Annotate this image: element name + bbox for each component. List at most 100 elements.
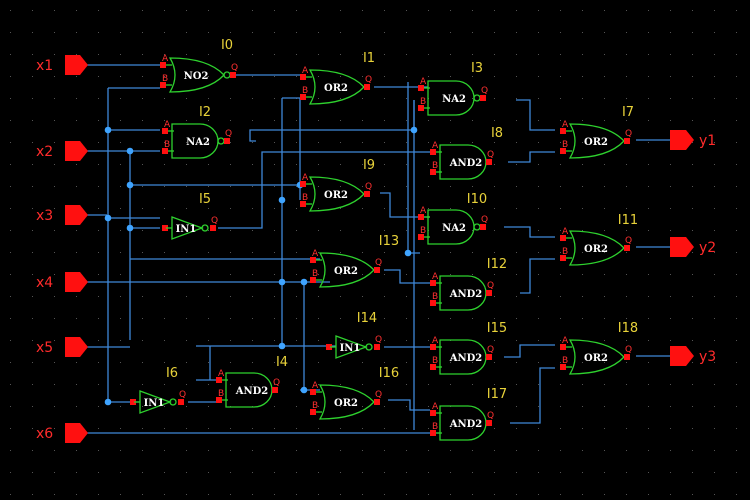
gate-type-label: OR2 xyxy=(584,137,608,148)
pin-b xyxy=(300,201,306,207)
pin-out xyxy=(374,344,380,350)
pin-label-b: B xyxy=(432,422,438,432)
bubble-icon xyxy=(201,224,209,232)
junction-dot xyxy=(126,147,134,155)
wire-28 xyxy=(384,269,430,284)
pin-a xyxy=(560,128,566,134)
pin-label-b: B xyxy=(432,161,438,171)
pin-out xyxy=(272,387,278,393)
output-port-y2[interactable]: y2 xyxy=(670,237,716,257)
pin-label-out: Q xyxy=(625,129,632,139)
pin-b xyxy=(310,409,316,415)
pin-a xyxy=(430,344,436,350)
instance-label: I17 xyxy=(487,387,507,402)
input-port-x4[interactable]: x4 xyxy=(36,272,88,292)
instance-label: I3 xyxy=(471,61,483,76)
pin-out xyxy=(178,399,184,405)
pin-out xyxy=(486,290,492,296)
pin-label-out: Q xyxy=(365,75,372,85)
port-label: y3 xyxy=(699,349,716,365)
pin-label-out: Q xyxy=(273,378,280,388)
gate-type-label: IN1 xyxy=(176,224,197,235)
port-arrow-icon xyxy=(670,346,694,366)
junction-dot xyxy=(126,181,134,189)
gate-type-label: NA2 xyxy=(442,94,466,105)
instance-label: I8 xyxy=(491,126,503,141)
gate-body xyxy=(308,176,365,212)
pin-label-a: A xyxy=(312,381,319,391)
input-port-x5[interactable]: x5 xyxy=(36,337,88,357)
gate-body xyxy=(439,339,487,375)
pin-label-b: B xyxy=(562,356,568,366)
instance-label: I4 xyxy=(276,355,288,370)
instance-label: I0 xyxy=(221,38,233,53)
pin-label-out: Q xyxy=(231,63,238,73)
pin-b xyxy=(430,300,436,306)
pin-label-out: Q xyxy=(375,258,382,268)
pin-out xyxy=(624,138,630,144)
pin-label-b: B xyxy=(312,269,318,279)
pin-a xyxy=(560,235,566,241)
pin-a xyxy=(310,257,316,263)
pin-label-b: B xyxy=(312,401,318,411)
pin-label-a: A xyxy=(312,249,319,259)
pin-a xyxy=(160,62,166,68)
wire-25 xyxy=(508,151,555,163)
instance-label: I14 xyxy=(357,311,377,326)
pin-label-b: B xyxy=(164,140,170,150)
pin-out xyxy=(364,84,370,90)
input-port-x6[interactable]: x6 xyxy=(36,423,88,443)
port-arrow-icon xyxy=(65,423,88,443)
bubble-icon xyxy=(169,398,177,406)
gate-type-label: AND2 xyxy=(449,158,483,169)
port-arrow-icon xyxy=(65,141,88,161)
output-port-y3[interactable]: y3 xyxy=(670,346,716,366)
pin-label-a: A xyxy=(218,369,225,379)
port-label: x3 xyxy=(36,208,53,224)
bubble-icon xyxy=(473,223,481,231)
wire-27 xyxy=(520,258,555,294)
output-port-y1[interactable]: y1 xyxy=(670,130,716,150)
pin-label-out: Q xyxy=(625,345,632,355)
input-port-x2[interactable]: x2 xyxy=(36,141,88,161)
gate-type-label: NA2 xyxy=(186,137,210,148)
pin-label-out: Q xyxy=(487,345,494,355)
gate-type-label: AND2 xyxy=(449,289,483,300)
input-port-x3[interactable]: x3 xyxy=(36,205,88,225)
pin-a xyxy=(560,344,566,350)
pin-b xyxy=(160,82,166,88)
pin-label-out: Q xyxy=(481,86,488,96)
input-port-x1[interactable]: x1 xyxy=(36,55,88,75)
pin-a xyxy=(300,74,306,80)
instance-label: I5 xyxy=(199,192,211,207)
gate-type-label: IN1 xyxy=(340,343,361,354)
junction-dot xyxy=(300,278,308,286)
instance-label: I11 xyxy=(618,213,638,228)
pin-label-b: B xyxy=(302,193,308,203)
gate-type-label: OR2 xyxy=(334,398,358,409)
pin-out xyxy=(364,191,370,197)
pin-label-b: B xyxy=(162,74,168,84)
instance-label: I9 xyxy=(363,158,375,173)
instance-label: I2 xyxy=(199,105,211,120)
